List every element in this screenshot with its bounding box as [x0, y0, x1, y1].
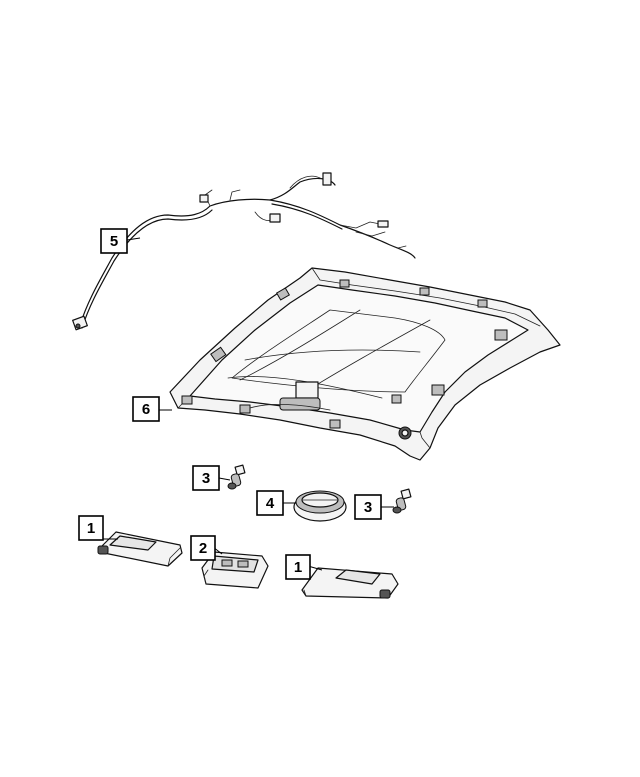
dome-lamp[interactable] [293, 490, 347, 522]
headliner[interactable] [169, 267, 561, 461]
callout-2[interactable]: 2 [190, 535, 216, 561]
leader-5 [126, 237, 141, 241]
callout-4[interactable]: 4 [256, 490, 284, 516]
sun-visor-left[interactable] [97, 531, 183, 567]
leader-3a [218, 477, 231, 481]
svg-text:6: 6 [142, 401, 150, 418]
svg-text:5: 5 [110, 233, 118, 250]
svg-text:4: 4 [266, 495, 275, 512]
svg-text:3: 3 [202, 470, 210, 487]
lamp-socket-right[interactable] [392, 488, 412, 514]
sun-visor-right[interactable] [301, 567, 399, 599]
svg-text:2: 2 [199, 540, 207, 557]
overhead-console[interactable] [201, 551, 269, 589]
callout-1-right[interactable]: 1 [285, 554, 311, 580]
wiring-harness[interactable] [72, 172, 416, 331]
svg-text:3: 3 [364, 499, 372, 516]
callout-3-left[interactable]: 3 [192, 465, 220, 491]
callout-3-right[interactable]: 3 [354, 494, 382, 520]
svg-text:1: 1 [87, 520, 95, 537]
callout-5[interactable]: 5 [100, 228, 128, 254]
svg-text:1: 1 [294, 559, 302, 576]
callout-1-left[interactable]: 1 [78, 515, 104, 541]
lamp-socket-left[interactable] [227, 464, 246, 490]
callout-6[interactable]: 6 [132, 396, 160, 422]
